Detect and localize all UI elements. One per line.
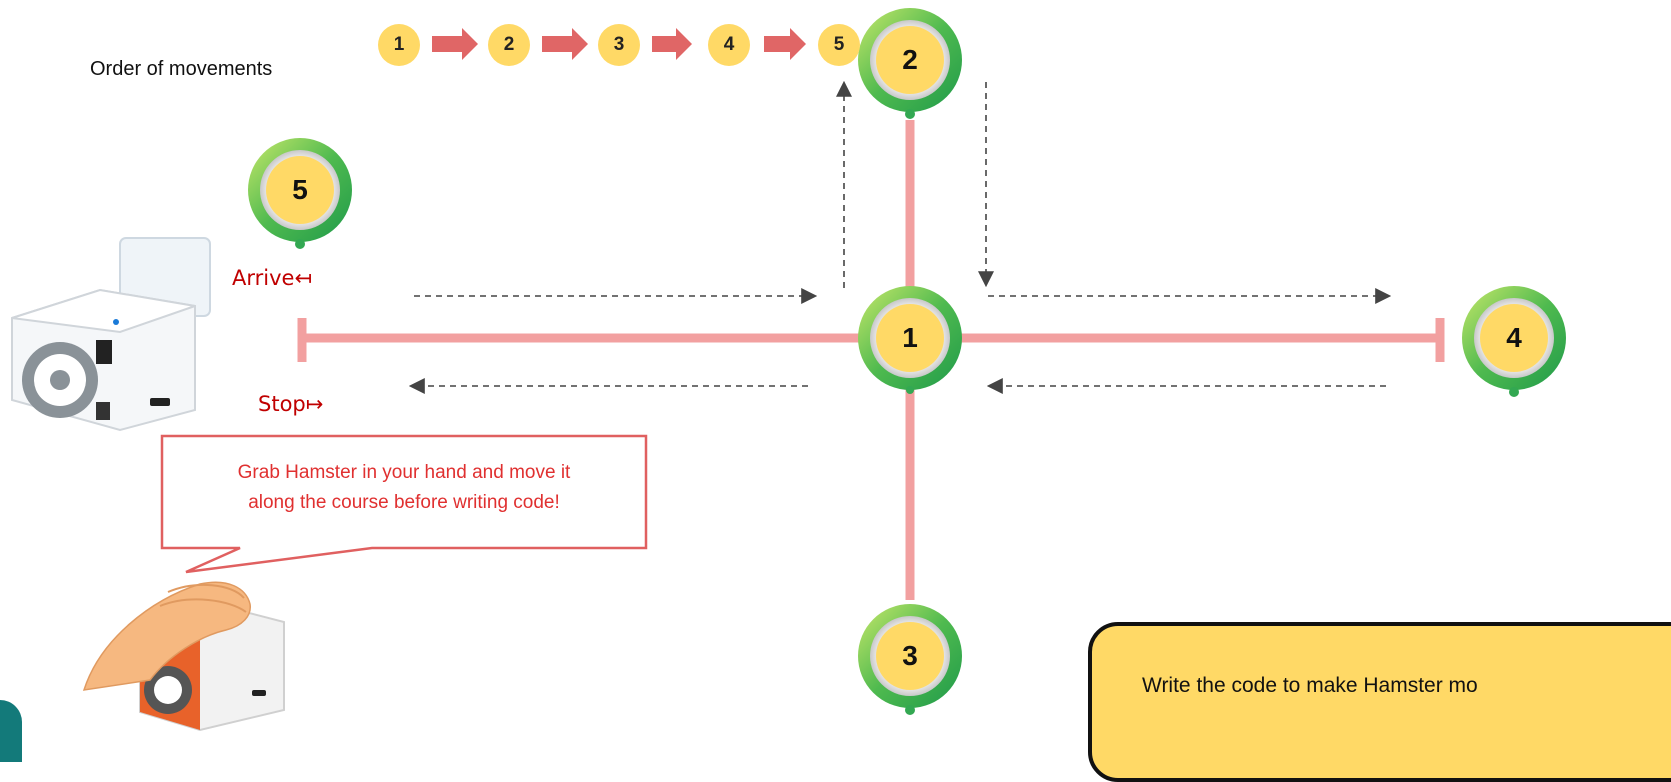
speech-bubble — [160, 434, 648, 574]
hand-with-hamster — [82, 581, 285, 732]
sequence-row: 1 2 3 4 5 — [378, 24, 860, 66]
sequence-step-3: 3 — [598, 24, 640, 66]
arrive-label: Arrive↤ — [232, 266, 313, 290]
node-circles — [248, 8, 1566, 715]
hamster-robot — [11, 237, 211, 432]
bubble-text: Grab Hamster in your hand and move it al… — [168, 458, 640, 518]
node-left: 5 — [292, 174, 308, 205]
order-label: Order of movements — [90, 58, 273, 80]
movement-arrows — [408, 80, 1392, 394]
diagram-canvas — [11, 8, 1566, 732]
node-right: 4 — [1506, 322, 1522, 353]
bubble-line-2: along the course before writing code! — [248, 492, 560, 513]
sequence-step-4: 4 — [708, 24, 750, 66]
node-bottom: 3 — [902, 640, 918, 671]
node-top: 2 — [902, 44, 918, 75]
sequence-step-5: 5 — [818, 24, 860, 66]
bubble-line-1: Grab Hamster in your hand and move it — [237, 462, 571, 483]
note-box — [1088, 622, 1671, 782]
sequence-step-2: 2 — [488, 24, 530, 66]
stop-label: Stop↦ — [258, 392, 324, 416]
decorative-corner — [0, 700, 22, 762]
node-center: 1 — [902, 322, 918, 353]
note-text: Write the code to make Hamster mo — [1142, 674, 1478, 697]
sequence-step-1: 1 — [378, 24, 420, 66]
sequence-arrows — [432, 28, 806, 60]
